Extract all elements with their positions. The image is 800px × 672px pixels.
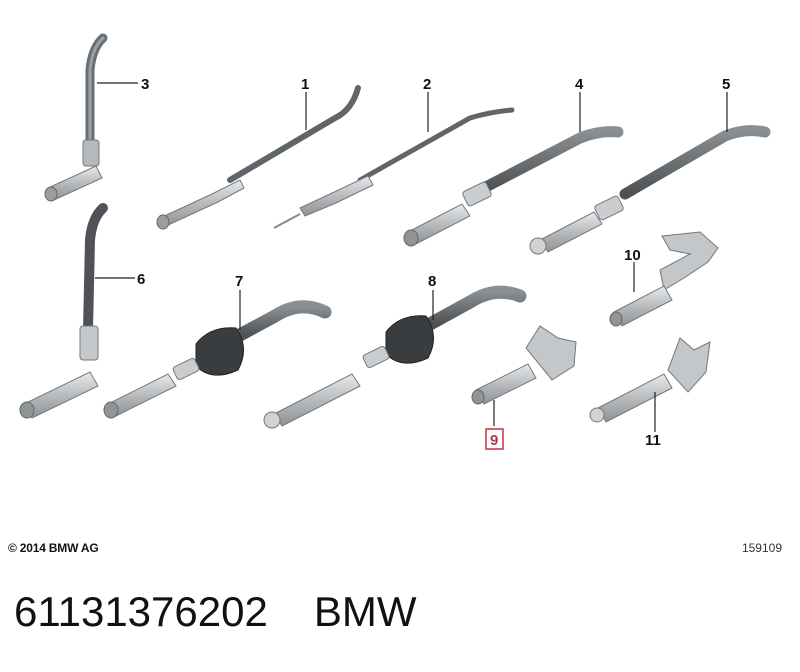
part-10-terminal	[609, 231, 719, 327]
part-3-cable	[44, 33, 138, 202]
part-7-cable	[103, 290, 332, 419]
part-11-terminal	[589, 337, 711, 432]
brand-name: BMW	[313, 588, 417, 635]
callout-4: 4	[575, 76, 584, 93]
part-5-cable	[529, 92, 771, 255]
image-id: 159109	[741, 541, 782, 555]
part-2-cable	[273, 92, 515, 229]
callout-2: 2	[423, 76, 431, 93]
part-6-cable	[19, 203, 135, 419]
callout-1: 1	[301, 76, 309, 93]
callout-5: 5	[722, 76, 730, 93]
callout-6: 6	[137, 271, 145, 288]
part-9-terminal	[471, 325, 577, 426]
part-number: 61131376202	[14, 588, 268, 635]
callout-8: 8	[428, 273, 436, 290]
part-1-cable	[156, 85, 361, 230]
highlight-box	[485, 428, 504, 450]
part-4-cable	[403, 92, 624, 247]
part-title: 61131376202 BMW	[14, 588, 462, 636]
callout-7: 7	[235, 273, 243, 290]
copyright: © 2014 BMW AG	[8, 541, 99, 555]
callout-3: 3	[141, 76, 149, 93]
callout-11: 11	[645, 432, 661, 449]
part-8-cable	[263, 285, 527, 429]
parts-diagram: 3 1 2 4 5 6 7 8 10 11 9	[19, 33, 771, 450]
callout-9[interactable]: 9	[490, 432, 498, 449]
callout-10: 10	[624, 247, 641, 264]
